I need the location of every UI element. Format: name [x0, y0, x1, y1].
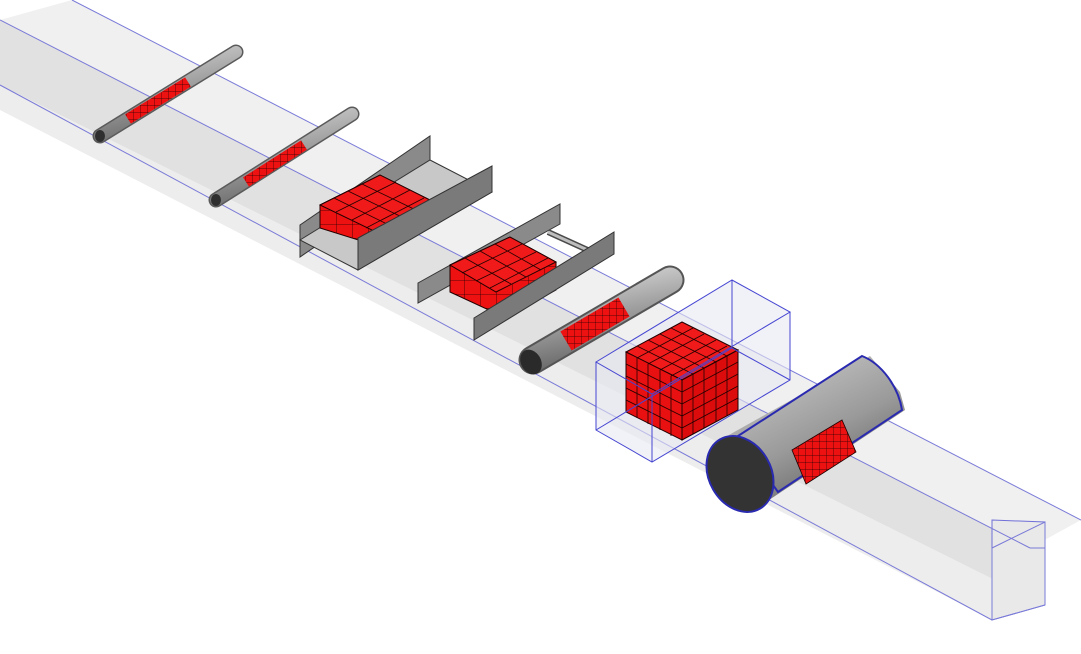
channel-with-block-2: [417, 203, 615, 341]
medium-rod-mesh: [560, 297, 630, 351]
medium-rod: [518, 265, 685, 375]
large-cylinder-mesh: [791, 419, 857, 485]
large-cylinder: [705, 354, 905, 513]
large-cylinder-end-cap: [705, 435, 775, 513]
boxed-cube-mesh: [625, 327, 739, 436]
thin-rod-2-mesh: [243, 140, 307, 187]
channel-with-block-1: [298, 135, 494, 271]
thin-rod-1: [92, 44, 244, 144]
box-wireframe: [595, 279, 792, 463]
thin-rod-2: [208, 106, 360, 208]
boxed-cube: [595, 279, 792, 463]
thin-rod-1-mesh: [125, 77, 191, 124]
